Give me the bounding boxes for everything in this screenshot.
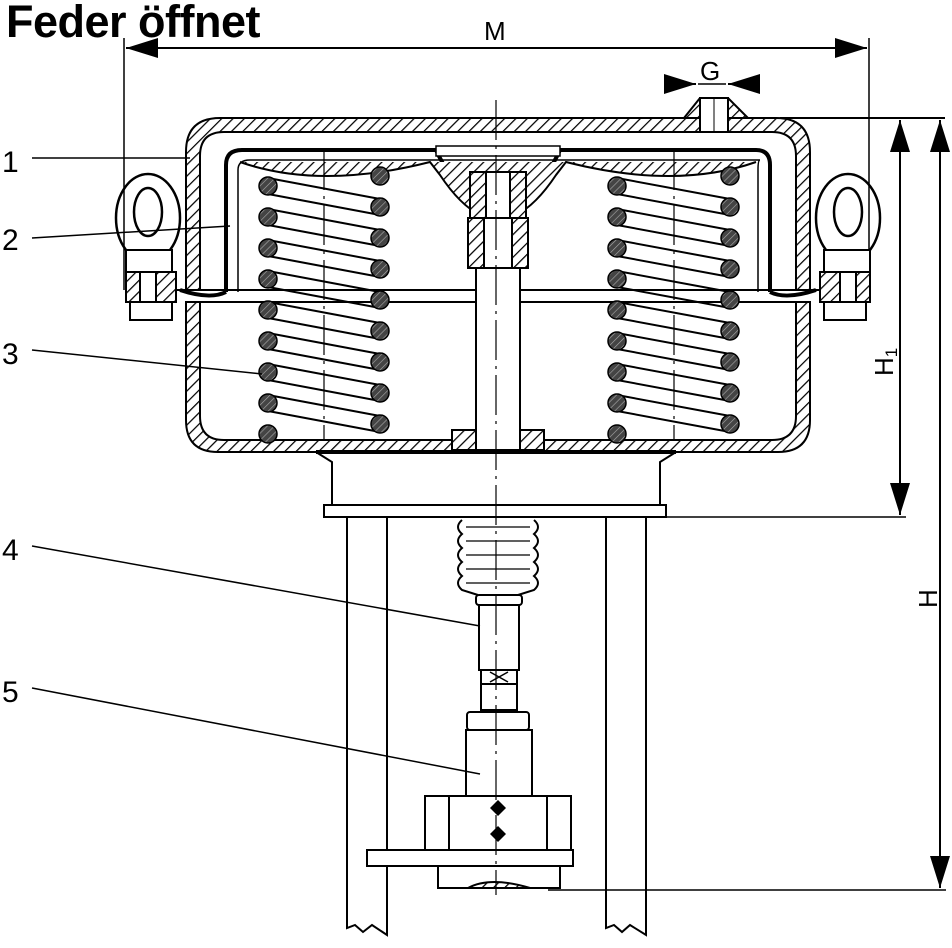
spring-wire-section [607, 393, 627, 413]
spring-wire-section [720, 352, 740, 372]
spring-wire-section [720, 383, 740, 403]
centerlines [323, 100, 675, 895]
spring-wire-section [258, 269, 278, 289]
callout-3-number: 3 [2, 338, 19, 371]
bellows-outline [457, 519, 479, 596]
actuator-stem [475, 594, 523, 711]
spring-wire-section [258, 424, 278, 444]
stem-coupling [366, 711, 574, 889]
spring-wire-section [720, 321, 740, 341]
dimension-h1-label: H1 [869, 348, 901, 376]
yoke-legs [346, 517, 647, 937]
spring-wire-section [607, 207, 627, 227]
spring-wire-section [720, 228, 740, 248]
spring-wire-section [258, 393, 278, 413]
spring-wire-section [258, 362, 278, 382]
spring-wire-section [370, 197, 390, 217]
spring-wire-section [607, 424, 627, 444]
spring-wire-section [720, 290, 740, 310]
spring-wire-section [370, 321, 390, 341]
spring-wire-section [720, 259, 740, 279]
spring-wire-section [607, 238, 627, 258]
bellows-outline [517, 519, 539, 596]
eye-bolt-right [814, 172, 882, 321]
callout-1-number: 1 [2, 146, 19, 179]
spring-wire-section [607, 269, 627, 289]
spring-wire-section [720, 166, 740, 186]
callout-3: 3 [2, 338, 263, 375]
eye-bolt-left [114, 172, 182, 321]
dimension-h: H [548, 120, 950, 891]
spring-wire-section [607, 176, 627, 196]
spring-wire-section [370, 166, 390, 186]
callout-2: 2 [2, 224, 231, 257]
spring-wire-section [607, 362, 627, 382]
spring-wire-section [607, 331, 627, 351]
spring-wire-section [370, 228, 390, 248]
spring-wire-section [370, 352, 390, 372]
callout-4-number: 4 [2, 534, 19, 567]
dimension-g-label: G [700, 56, 720, 86]
callout-4: 4 [2, 534, 481, 627]
spring-wire-section [258, 176, 278, 196]
spring-right [607, 166, 740, 444]
yoke-flange [315, 450, 677, 518]
compression-springs [258, 166, 740, 444]
dimension-h-label: H [913, 589, 943, 608]
callout-5-number: 5 [2, 676, 19, 709]
dimension-m-label: M [484, 16, 506, 46]
spring-wire-section [607, 300, 627, 320]
spring-wire-section [258, 238, 278, 258]
spring-wire-section [258, 207, 278, 227]
spring-wire-section [370, 383, 390, 403]
dimension-h1: H1 [660, 117, 945, 518]
spring-wire-section [370, 290, 390, 310]
spring-wire-section [370, 414, 390, 434]
spring-wire-section [258, 331, 278, 351]
spring-wire-section [720, 414, 740, 434]
callout-2-number: 2 [2, 224, 19, 257]
bellows [457, 519, 539, 596]
spring-wire-section [370, 259, 390, 279]
lower-housing [185, 301, 811, 453]
spring-wire-section [258, 300, 278, 320]
callout-5: 5 [2, 676, 481, 775]
center-stem [451, 171, 545, 451]
dimension-g: G [664, 56, 760, 94]
callout-1: 1 [2, 146, 190, 179]
spring-wire-section [720, 197, 740, 217]
